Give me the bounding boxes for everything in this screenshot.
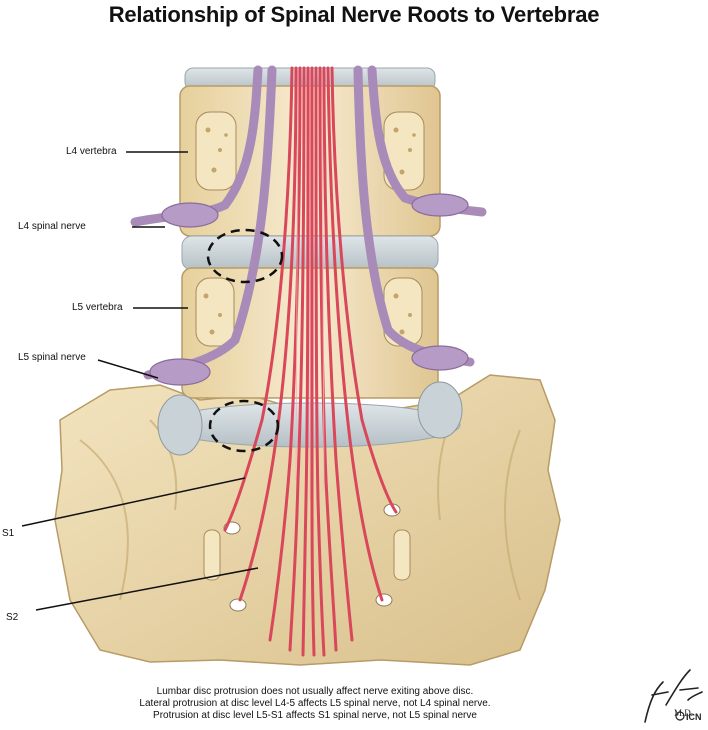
- caption-notes: Lumbar disc protrusion does not usually …: [100, 686, 530, 722]
- cauda-equina-highlights: [295, 69, 325, 500]
- svg-text:ICN: ICN: [686, 712, 702, 722]
- caption-line: Lateral protrusion at disc level L4-5 af…: [139, 698, 491, 709]
- cauda-equina: [223, 66, 398, 657]
- label-l4-spinal-nerve: L4 spinal nerve: [18, 221, 86, 232]
- l4-left-pedicle: [195, 111, 237, 191]
- l5-left-pedicle: [195, 277, 235, 347]
- label-l5-vertebra: L5 vertebra: [72, 302, 123, 313]
- leader-lines: [21, 151, 259, 611]
- left-sacral-cutout: [203, 529, 221, 581]
- right-sacral-cutout: [393, 529, 411, 581]
- label-l5-spinal-nerve: L5 spinal nerve: [18, 352, 86, 363]
- left-facet: [157, 394, 203, 456]
- icon-logo: ICN: [675, 711, 702, 722]
- l5-s1-protrusion-circle: [208, 399, 280, 453]
- caption-line: Lumbar disc protrusion does not usually …: [156, 686, 474, 697]
- netter-signature: [644, 669, 703, 723]
- nerve-ganglia: [149, 193, 469, 386]
- right-facet: [417, 381, 463, 439]
- label-l4-vertebra: L4 vertebra: [66, 146, 117, 157]
- s2-left-foramen: [229, 598, 247, 612]
- sacrum-shading: [79, 419, 521, 601]
- s2-right-foramen: [375, 593, 393, 607]
- page-title: Relationship of Spinal Nerve Roots to Ve…: [108, 2, 600, 27]
- netter-signature-text: M.D.: [674, 708, 693, 718]
- l4-l5-protrusion-circle: [206, 228, 284, 284]
- caption-line: Protrusion at disc level L5-S1 affects S…: [153, 710, 477, 721]
- label-s2: S2: [6, 612, 19, 623]
- label-s1: S1: [2, 528, 15, 539]
- spongy-bone-texture: [203, 127, 416, 335]
